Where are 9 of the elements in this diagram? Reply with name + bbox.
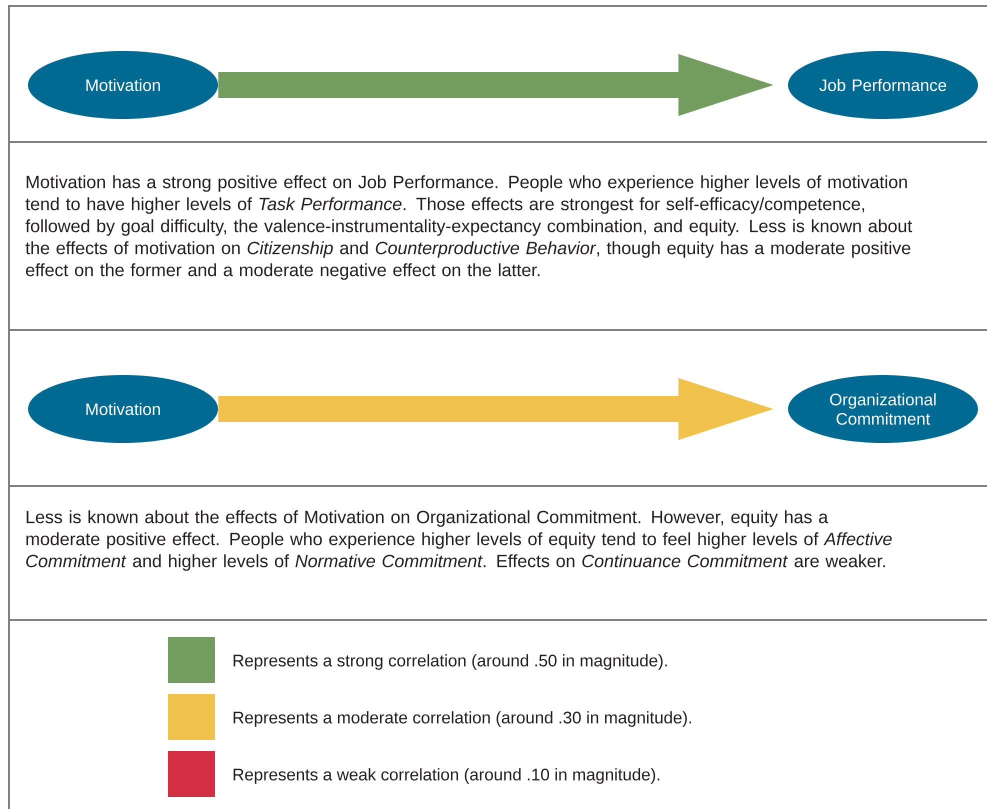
oval-node: Motivation [28,51,218,119]
oval-node: Job Performance [788,51,978,119]
oval-node: Motivation [28,375,218,443]
legend-text: Represents a weak correlation (around .10 in magnitude). [234,768,660,784]
legend-text: Represents a strong correlation (around .50 in magnitude). [234,654,667,670]
paragraph: Motivation has a strong positive effect on Job Performance. People who experience higher levels of motivation tend to have higher levels of Task Performance. Those effects are strongest for self-efficacy/competence, followed by goal difficulty, the valence-instrumentality-expectancy combination, and equity. Less is known about the effects of motivation on Citizenship and Counterproductive Behavior, though equity has a moderate positive effect on the former and a moderate negative effect on the latter. [26,175,912,280]
oval-node: Organizational Commitment [788,375,978,443]
paragraph: Less is known about the effects of Motivation on Organizational Commitment. However, equity has a moderate positive effect. People who experience higher levels of equity tend to feel higher levels of Affective Commitment and higher levels of Normative Commitment. Effects on Continuance Commitment are weaker. [26,510,892,571]
legend-text: Represents a moderate correlation (around .30 in magnitude). [234,711,692,727]
